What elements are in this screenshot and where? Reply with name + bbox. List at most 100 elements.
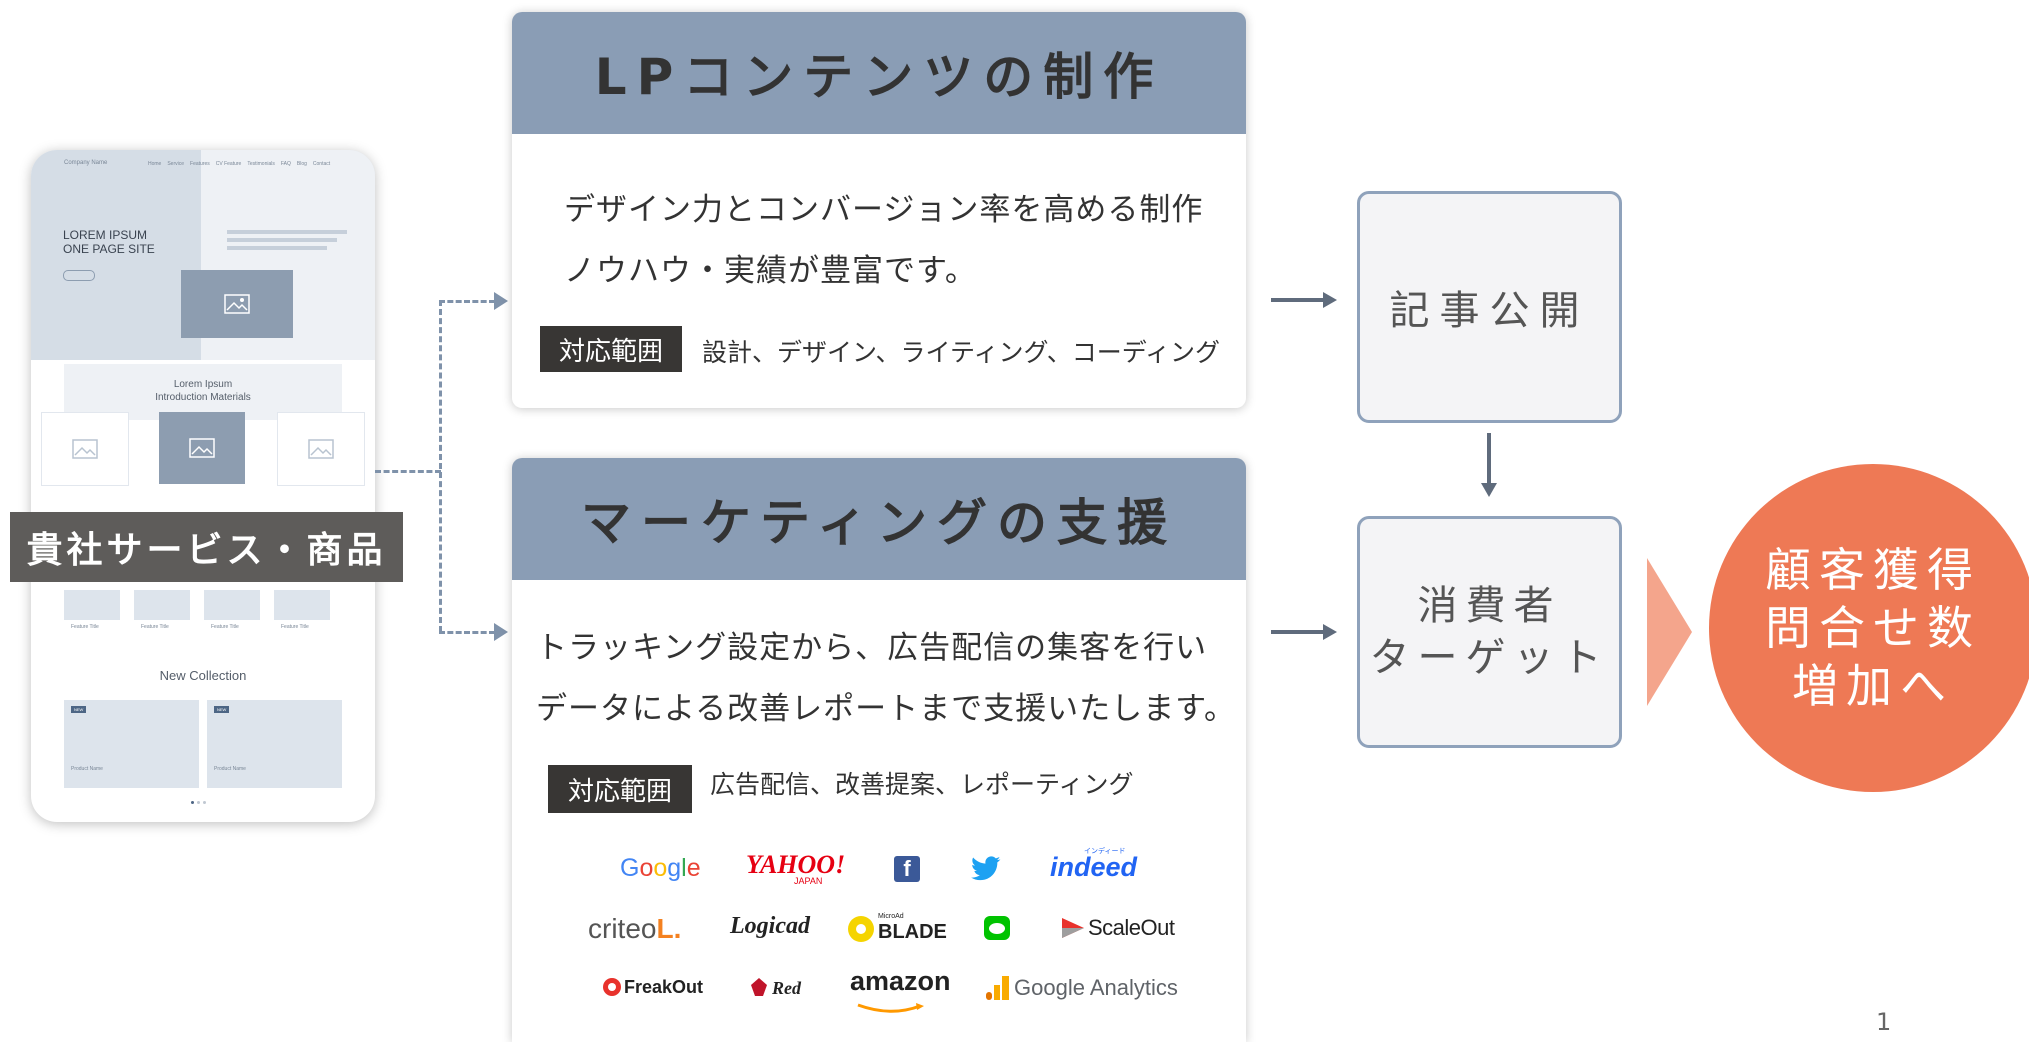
- arrow-right-icon: [1323, 624, 1337, 640]
- mockup-image: [159, 412, 245, 484]
- facebook-icon: f: [894, 856, 920, 882]
- result-line: 増加へ: [1792, 659, 1954, 713]
- mockup-text-line: [227, 238, 337, 242]
- lp-panel-title: LPコンテンツの制作: [512, 12, 1246, 134]
- image-placeholder-icon: [189, 438, 215, 458]
- marketing-panel-description-line: トラッキング設定から、広告配信の集客を行い: [536, 630, 1208, 666]
- mockup-brand: Company Name: [64, 160, 108, 166]
- chevron-right-icon: [1647, 558, 1692, 706]
- mockup-feature-card: [64, 590, 120, 620]
- mockup-intro-title: Lorem Ipsum Introduction Materials: [155, 379, 251, 403]
- mockup-product-name: Product Name: [71, 766, 103, 772]
- indeed-sub: インディード: [1084, 848, 1126, 855]
- mockup-feature-title: Feature Title: [281, 624, 309, 630]
- lp-panel-description-line: ノウハウ・実績が豊富です。: [564, 253, 977, 289]
- mockup-product-name: Product Name: [214, 766, 246, 772]
- mockup-badge: NEW: [214, 706, 230, 713]
- flow-arrow-line: [1271, 298, 1323, 302]
- yahoo-japan-logo: YAHOO!: [746, 850, 846, 879]
- google-analytics-logo: Google Analytics: [1014, 975, 1178, 1000]
- amazon-logo: amazon: [850, 966, 951, 996]
- flow-arrow-line: [1487, 433, 1491, 483]
- consumer-target-line: 消費者: [1417, 583, 1562, 629]
- mockup-product-card: [207, 700, 342, 788]
- connector-line: [439, 631, 495, 634]
- criteo-mark: L.: [656, 913, 682, 944]
- mockup-image: [41, 412, 129, 486]
- mockup-product-card: [64, 700, 199, 788]
- mockup-image: [277, 412, 365, 486]
- arrow-right-icon: [494, 292, 508, 310]
- criteo-text: criteo: [588, 913, 657, 944]
- mockup-feature-title: Feature Title: [71, 624, 99, 630]
- marketing-panel-title: マーケティングの支援: [512, 458, 1246, 580]
- page-number: 1: [1876, 1008, 1892, 1036]
- marketing-scope-tag: 対応範囲: [548, 765, 692, 813]
- result-text: 顧客獲得 問合せ数 増加へ: [1765, 541, 1981, 715]
- scaleout-icon: [1060, 916, 1086, 940]
- google-analytics-icon: [986, 976, 1010, 1000]
- twitter-icon: [970, 856, 1002, 882]
- mockup-hero-image: [181, 270, 293, 338]
- scaleout-logo: ScaleOut: [1088, 915, 1175, 940]
- red-icon: [749, 976, 769, 998]
- freakout-logo: FreakOut: [624, 977, 704, 997]
- mockup-intro-band: [64, 364, 342, 420]
- mockup-feature-card: [274, 590, 330, 620]
- image-placeholder-icon: [308, 439, 334, 459]
- mockup-nav-item: Home: [148, 161, 162, 167]
- mockup-hero-title: LOREM IPSUM ONE PAGE SITE: [63, 228, 155, 256]
- blade-icon: [848, 916, 874, 942]
- mockup-nav-item: FAQ: [280, 161, 291, 167]
- mockup-nav-item: Blog: [296, 161, 307, 167]
- mockup-text-line: [227, 246, 327, 250]
- mockup-feature-card: [134, 590, 190, 620]
- marketing-support-panel: マーケティングの支援 トラッキング設定から、広告配信の集客を行い データによる改…: [512, 458, 1246, 1042]
- mockup-feature-title: Feature Title: [141, 624, 169, 630]
- lp-panel-description-line: デザイン力とコンバージョン率を高める制作: [564, 192, 1204, 228]
- mockup-hero-button: [63, 270, 95, 281]
- arrow-down-icon: [1481, 483, 1497, 497]
- connector-line: [375, 470, 441, 473]
- website-mockup: Company Name Home Service Features CV Fe…: [31, 150, 375, 822]
- connector-line: [439, 300, 442, 632]
- mockup-nav: Home Service Features CV Feature Testimo…: [148, 161, 330, 167]
- mockup-pager: [191, 801, 211, 804]
- red-logo: Red: [772, 978, 801, 998]
- consumer-target-line: ターゲット: [1369, 635, 1610, 681]
- result-line: 顧客獲得: [1765, 543, 1981, 597]
- logicad-logo: Logicad: [730, 913, 810, 939]
- mockup-badge: NEW: [71, 706, 87, 713]
- image-placeholder-icon: [72, 439, 98, 459]
- blade-logo: BLADE: [878, 921, 947, 943]
- mockup-nav-item: Features: [190, 161, 210, 167]
- mockup-nav-item: CV Feature: [215, 161, 242, 167]
- mockup-text-line: [227, 230, 347, 234]
- mockup-nav-item: Contact: [312, 161, 331, 167]
- article-publish-box: 記事公開: [1357, 191, 1622, 423]
- mockup-nav-item: Service: [167, 161, 185, 167]
- marketing-panel-description-line: データによる改善レポートまで支援いたします。: [536, 691, 1236, 727]
- consumer-target-box: 消費者 ターゲット: [1357, 516, 1622, 748]
- mockup-nav-item: Testimonials: [247, 161, 275, 167]
- mockup-collection-title: New Collection: [159, 668, 247, 683]
- image-placeholder-icon: [224, 294, 250, 314]
- yahoo-japan-sub: JAPAN: [794, 876, 823, 886]
- criteo-logo: criteoL.: [588, 913, 681, 945]
- lp-scope-text: 設計、デザイン、ライティング、コーディング: [702, 338, 1221, 367]
- lp-scope-tag: 対応範囲: [540, 326, 682, 372]
- arrow-right-icon: [494, 623, 508, 641]
- blade-sub: MicroAd: [878, 913, 904, 920]
- result-circle: 顧客獲得 問合せ数 増加へ: [1709, 464, 2029, 792]
- service-product-label: 貴社サービス・商品: [10, 512, 403, 582]
- lp-content-panel: LPコンテンツの制作 デザイン力とコンバージョン率を高める制作 ノウハウ・実績が…: [512, 12, 1246, 408]
- flow-arrow-line: [1271, 630, 1323, 634]
- mockup-feature-title: Feature Title: [211, 624, 239, 630]
- arrow-right-icon: [1323, 292, 1337, 308]
- connector-line: [439, 300, 495, 303]
- freakout-icon: [601, 976, 623, 998]
- result-line: 問合せ数: [1765, 601, 1981, 655]
- amazon-smile-icon: [856, 998, 926, 1013]
- line-icon: [984, 916, 1010, 940]
- mockup-feature-card: [204, 590, 260, 620]
